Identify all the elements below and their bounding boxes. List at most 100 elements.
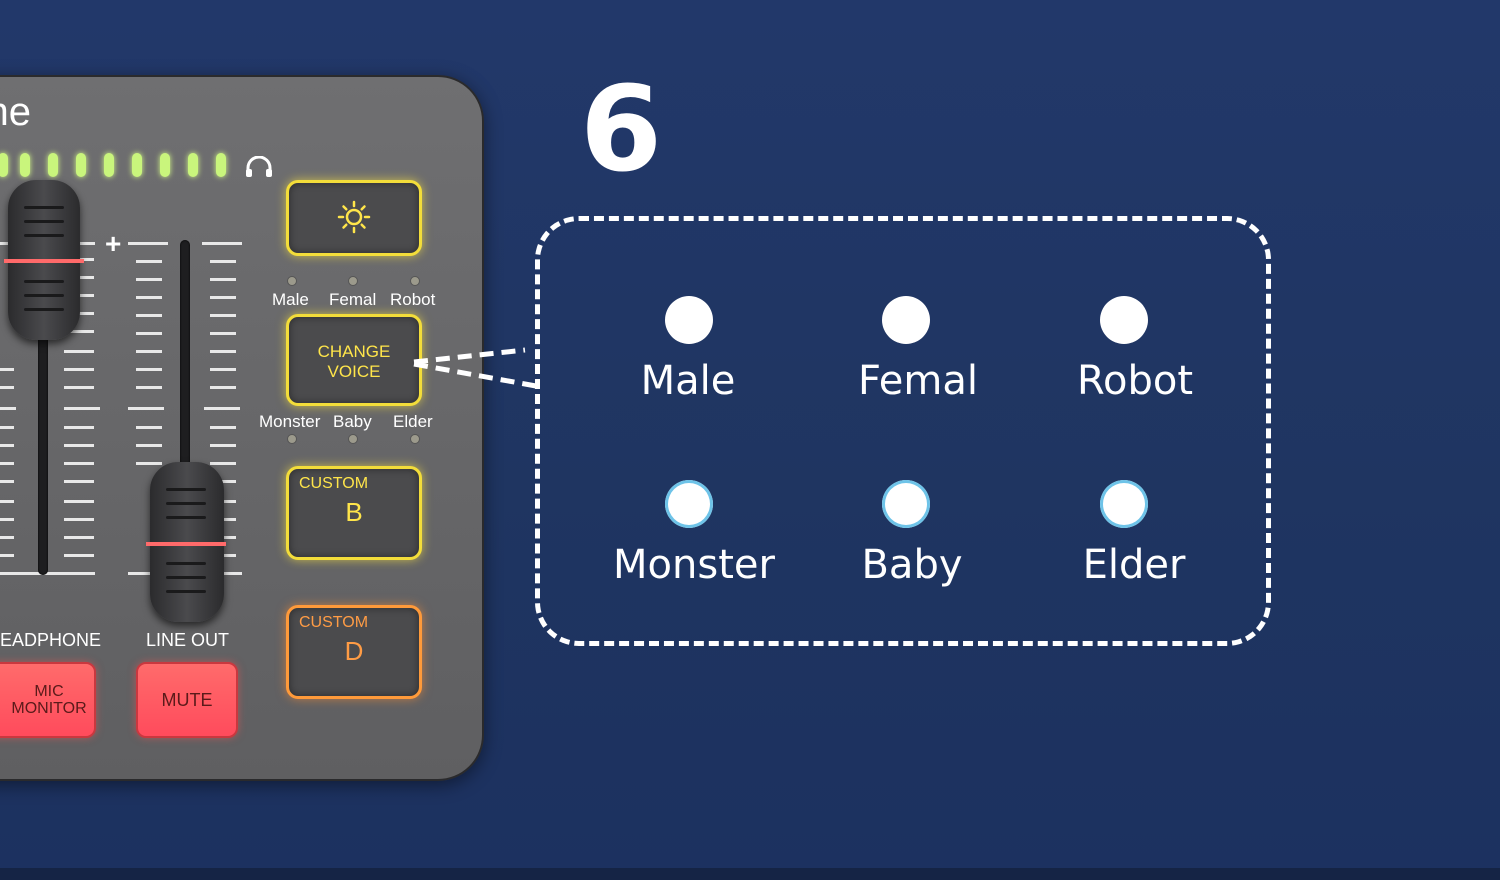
scale-mark [0,572,95,575]
elder-led [410,434,420,444]
femal-led [348,276,358,286]
scale-mark [210,386,236,389]
knob-groove [24,206,64,209]
brand-logo-fragment: ne [0,90,32,136]
scale-mark [0,407,16,410]
scale-mark [210,426,236,429]
custom-b-big-label: B [345,497,363,527]
knob-groove [24,220,64,223]
custom-b-small-label: CUSTOM [299,475,369,492]
scale-mark [210,368,236,371]
mode-label-monster: Monster [613,542,775,588]
level-meter [0,153,240,181]
level-led [216,153,226,177]
scale-mark [202,242,242,245]
line-out-label: LINE OUT [146,630,230,650]
custom-d-small-label: CUSTOM [299,614,369,631]
plus-sign: + [105,228,122,259]
mic-monitor-label: MIC MONITOR [0,683,94,717]
mode-label-femal: Femal [857,358,979,404]
knob-groove [24,234,64,237]
knob-groove [166,502,206,505]
scale-mark [0,480,14,483]
scale-mark [136,444,162,447]
mode-label-robot: Robot [1076,358,1193,404]
level-led [160,153,170,177]
femal-led-label: Femal [329,290,377,309]
scale-mark [136,314,162,317]
scale-mark [210,462,236,465]
scale-mark [64,462,94,465]
step-number: 6 [580,60,663,198]
custom-b-button[interactable]: CUSTOM B [286,466,422,560]
scale-mark [136,332,162,335]
scale-mark [64,480,94,483]
scale-mark [64,330,94,333]
scale-mark [64,518,94,521]
scale-mark [136,278,162,281]
knob-groove [166,488,206,491]
scale-mark [64,368,94,371]
voice-mode-callout [535,216,1271,646]
scale-mark [64,444,94,447]
scale-mark [0,536,14,539]
custom-d-button[interactable]: CUSTOM D [286,605,422,699]
scale-mark [210,350,236,353]
monster-indicator [665,480,713,528]
scale-mark [210,296,236,299]
knob-indicator [4,259,84,263]
knob-groove [166,590,206,593]
scale-mark [210,278,236,281]
scale-mark [64,554,94,557]
change-voice-button[interactable]: CHANGE VOICE [286,314,422,406]
brightness-icon [337,200,371,234]
scale-mark [0,386,14,389]
scale-mark [64,426,94,429]
scale-mark [64,386,94,389]
level-led [104,153,114,177]
mic-monitor-label-line2: MONITOR [11,700,87,717]
scale-mark [136,350,162,353]
scale-mark [0,368,14,371]
knob-groove [166,516,206,519]
knob-groove [166,576,206,579]
robot-led [410,276,420,286]
scale-mark [0,426,14,429]
male-indicator [665,296,713,344]
mic-monitor-button[interactable]: MIC MONITOR [0,662,96,738]
mute-button[interactable]: MUTE [136,662,238,738]
knob-groove [24,294,64,297]
scale-mark [210,444,236,447]
robot-indicator [1100,296,1148,344]
headphone-label: EADPHONE [0,630,102,650]
scale-mark [136,426,162,429]
brightness-button[interactable] [286,180,422,256]
scale-mark [128,242,168,245]
level-led [0,153,8,177]
scale-mark [64,536,94,539]
line-out-fader-knob[interactable] [146,462,226,622]
scale-mark [0,554,14,557]
male-led-label: Male [272,290,309,309]
scale-mark [64,500,94,503]
level-led [76,153,86,177]
mic-monitor-label-line1: MIC [34,683,64,700]
change-voice-line2: VOICE [327,362,381,381]
monster-led-label: Monster [259,412,321,431]
scale-mark [136,368,162,371]
scale-mark [0,444,14,447]
scale-mark [210,480,236,483]
scale-mark [64,350,94,353]
headphone-fader-knob[interactable] [4,180,84,340]
brand-text: ne [0,90,31,134]
knob-indicator [146,542,226,546]
scale-mark [210,332,236,335]
baby-led [348,434,358,444]
custom-d-big-label: D [344,636,364,666]
scale-mark [0,462,14,465]
elder-indicator [1100,480,1148,528]
elder-led-label: Elder [393,412,433,431]
scale-mark [64,407,100,410]
scale-mark [136,462,162,465]
mute-label: MUTE [161,690,213,710]
